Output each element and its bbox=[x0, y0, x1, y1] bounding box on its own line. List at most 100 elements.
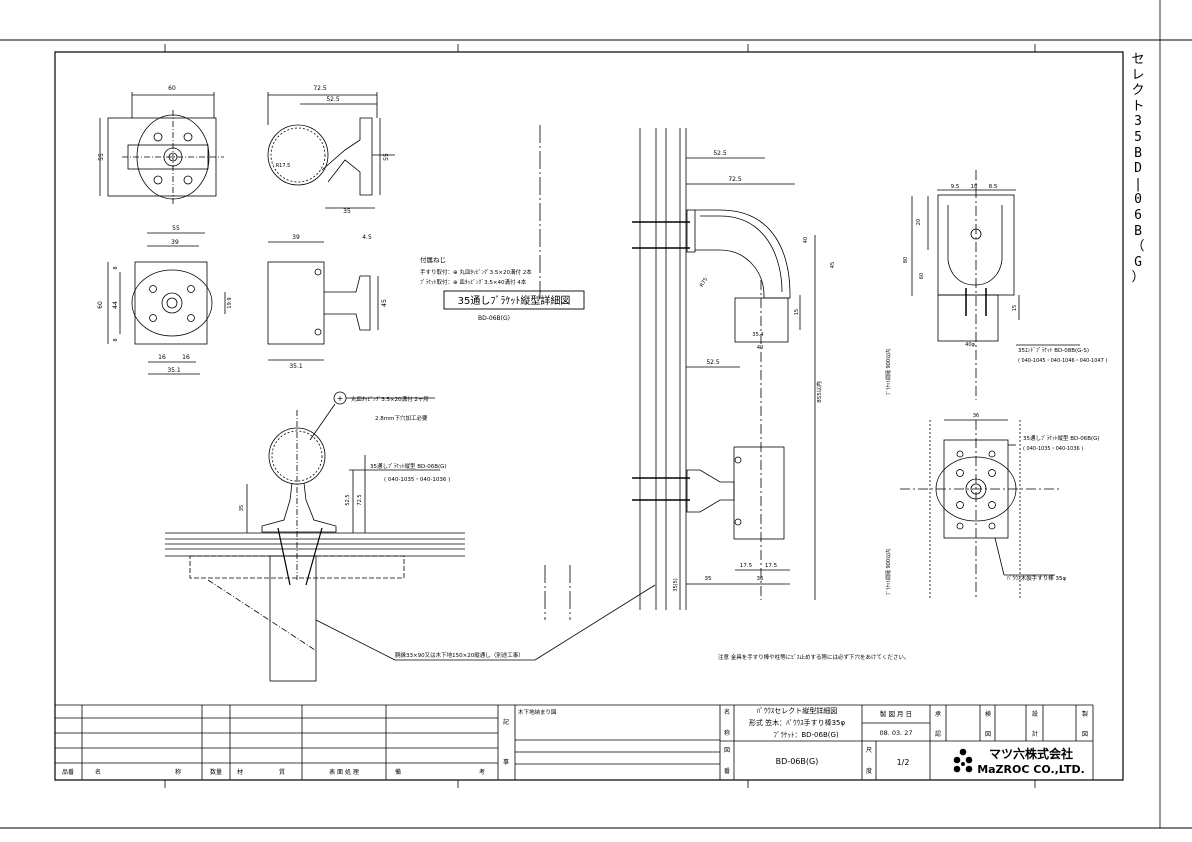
mid-bracket-label: 35通しﾌﾞﾗｹｯﾄ縦型 BD-06B(G) bbox=[1023, 434, 1100, 442]
bracket-pitch-2: ﾌﾞﾗｹｯﾄ間隔 900以内 bbox=[885, 549, 892, 595]
draft-2: 図 bbox=[1082, 731, 1088, 738]
col-kou: 考 bbox=[479, 768, 485, 776]
side-title-char: ク bbox=[1131, 83, 1145, 99]
section-dim-52-5: 52.5 bbox=[345, 494, 351, 505]
scale-label-2: 度 bbox=[866, 767, 872, 775]
design-2: 計 bbox=[1032, 730, 1038, 738]
dim-side-r: R17.5 bbox=[276, 163, 291, 169]
elev-dim-36: 36 bbox=[757, 576, 764, 582]
dim-front-width: 55 bbox=[172, 225, 180, 232]
section-plus-icon: + bbox=[337, 394, 344, 403]
elev-dim-r: R75 bbox=[699, 277, 709, 289]
dim-sidefront-width: 39 bbox=[292, 234, 300, 241]
col-bi: 備 bbox=[395, 768, 401, 776]
screws-line1: 手すり取付：⊕ 丸皿ﾀｯﾋﾟﾝｸﾞ3.5×20溝付 2本 bbox=[420, 268, 532, 276]
side-title-char: ト bbox=[1131, 98, 1145, 114]
col-hinban: 品番 bbox=[62, 769, 74, 776]
title-block bbox=[55, 704, 1094, 780]
col-suuryou: 数量 bbox=[210, 768, 222, 776]
detail-title: 35通しﾌﾞﾗｹｯﾄ縦型詳細図 bbox=[458, 294, 571, 307]
elev-dim-s1: 35(5) bbox=[673, 578, 679, 591]
drawing-name-line1: ﾊﾟｳｳｽセレクト縦型詳細図 bbox=[757, 706, 838, 715]
side-title-char: B bbox=[1134, 223, 1142, 239]
dim-sidefront-4-5: 4.5 bbox=[362, 234, 372, 241]
plan-view-top bbox=[99, 92, 224, 205]
side-title-char: （ bbox=[1131, 239, 1145, 255]
side-view-front bbox=[267, 241, 379, 361]
rail-label: ﾊﾟｳｳｽ木製手すり棒 35φ bbox=[1007, 574, 1066, 582]
dim-side-height: 55 bbox=[383, 153, 390, 161]
right-dim-20: 20 bbox=[916, 219, 922, 225]
elev-dim-17-5a: 17.5 bbox=[740, 563, 753, 569]
drawing-no-label-2: 番 bbox=[724, 768, 730, 775]
side-title-char: セ bbox=[1131, 52, 1145, 67]
check-1: 検 bbox=[985, 710, 991, 718]
col-shitsu: 質 bbox=[279, 768, 285, 776]
drawing-no: BD-06B(G) bbox=[776, 757, 819, 766]
section-view bbox=[165, 125, 656, 682]
dim-side-total: 72.5 bbox=[313, 85, 327, 92]
design-1: 設 bbox=[1032, 710, 1038, 718]
side-title-char: レ bbox=[1131, 67, 1145, 83]
right-dim-18: 18 bbox=[971, 184, 978, 190]
dim-side-partial: 52.5 bbox=[326, 96, 340, 103]
section-screw-label: 丸皿ﾀｯﾋﾟﾝｸﾞ3.5×20溝付 2ヶ所 bbox=[351, 395, 429, 403]
right-mid-view bbox=[900, 419, 1060, 600]
dim-sidefront-45: 45 bbox=[381, 299, 388, 307]
bracket-pitch-1: ﾌﾞﾗｹｯﾄ間隔 900以内 bbox=[885, 349, 892, 395]
section-pilot-note: 2.8mm下穴加工必要 bbox=[375, 414, 428, 422]
dim-front-8b: 8 bbox=[113, 338, 119, 341]
elev-dim-40: 40 bbox=[803, 237, 809, 243]
screws-line2: ﾌﾞﾗｹｯﾄ取付：⊕ 皿ﾀｯﾋﾟﾝｸﾞ3.5×40溝付 4本 bbox=[420, 278, 527, 286]
side-title-char: 6 bbox=[1134, 207, 1142, 223]
col-hyoumen: 表 面 処 理 bbox=[329, 768, 359, 776]
notes-label-1: 記 bbox=[503, 718, 509, 726]
elev-dim-855: 855以内 bbox=[815, 381, 823, 403]
mid-bracket-codes: ( 040-1035・040-1036 ) bbox=[1023, 446, 1083, 452]
dim-side-bottom: 35 bbox=[343, 208, 351, 215]
end-bracket-label: 35ｴﾝﾄﾞﾌﾞﾗｹｯﾄ BD-08B(G-S) bbox=[1018, 347, 1089, 354]
elevation-view bbox=[632, 128, 816, 610]
elev-dim-52-5: 52.5 bbox=[713, 150, 727, 157]
drawing-no-label-1: 図 bbox=[724, 747, 730, 754]
side-title-char: ） bbox=[1131, 270, 1145, 286]
elev-dim-17-5b: 17.5 bbox=[765, 563, 778, 569]
right-end-view bbox=[911, 170, 1080, 400]
approve-1: 承 bbox=[935, 710, 941, 718]
drawing-frame bbox=[54, 51, 1124, 781]
side-title-char: D bbox=[1134, 161, 1142, 177]
company-name-jp: マツ六株式会社 bbox=[989, 746, 1073, 761]
check-2: 図 bbox=[985, 731, 991, 738]
company-logo-icon bbox=[953, 748, 973, 773]
section-dim-72-5: 72.5 bbox=[357, 494, 363, 505]
caution-note: 注意 金具を手すり棒や柱等にﾋﾞｽ止めする際には必ず下穴をあけてください。 bbox=[718, 653, 909, 661]
right-dim-9-5: 9.5 bbox=[951, 184, 960, 190]
notes-label-2: 事 bbox=[503, 758, 509, 766]
dim-front-16b: 16 bbox=[182, 354, 190, 361]
drawing-name-line3: ﾌﾞﾗｹｯﾄ：BD-06B(G) bbox=[773, 731, 839, 739]
draft-1: 製 bbox=[1082, 710, 1088, 718]
scale-label-1: 尺 bbox=[866, 747, 872, 754]
right-dim-36: 36 bbox=[973, 413, 979, 419]
right-dim-8-5: 8.5 bbox=[989, 184, 998, 190]
section-dim-35: 35 bbox=[239, 505, 245, 511]
elev-dim-40b: 40 bbox=[757, 345, 763, 351]
elev-dim-15: 15 bbox=[794, 309, 800, 315]
dim-front-inner-h: 44 bbox=[112, 301, 119, 309]
end-bracket-codes: ( 040-1045・040-1046・040-1047 ) bbox=[1018, 358, 1107, 364]
notes-text: 木下地納まり図 bbox=[518, 708, 557, 716]
dim-front-16a: 16 bbox=[158, 354, 166, 361]
dim-front-height: 60 bbox=[97, 301, 104, 309]
side-title-char: | bbox=[1134, 176, 1142, 192]
dim-front-bottom: 35.1 bbox=[167, 367, 181, 374]
detail-title-box bbox=[443, 290, 585, 310]
section-bracket-label: 35通しﾌﾞﾗｹｯﾄ縦型 BD-06B(G) bbox=[370, 462, 447, 470]
drawing-name-line2: 形式 笠木：ﾊﾟｳｳｽ手すり棒35φ bbox=[749, 718, 846, 727]
section-backing-note: 胴縁33×90又は木下地150×20縦通し（別途工事） bbox=[395, 651, 524, 659]
elev-dim-35: 35 bbox=[705, 576, 712, 582]
elev-dim-35-4: 35.4 bbox=[752, 332, 763, 338]
elev-dim-45: 45 bbox=[830, 262, 836, 268]
elev-dim-72-5: 72.5 bbox=[728, 176, 742, 183]
side-title-char: 5 bbox=[1134, 129, 1142, 145]
right-dim-15: 15 bbox=[1012, 305, 1018, 311]
